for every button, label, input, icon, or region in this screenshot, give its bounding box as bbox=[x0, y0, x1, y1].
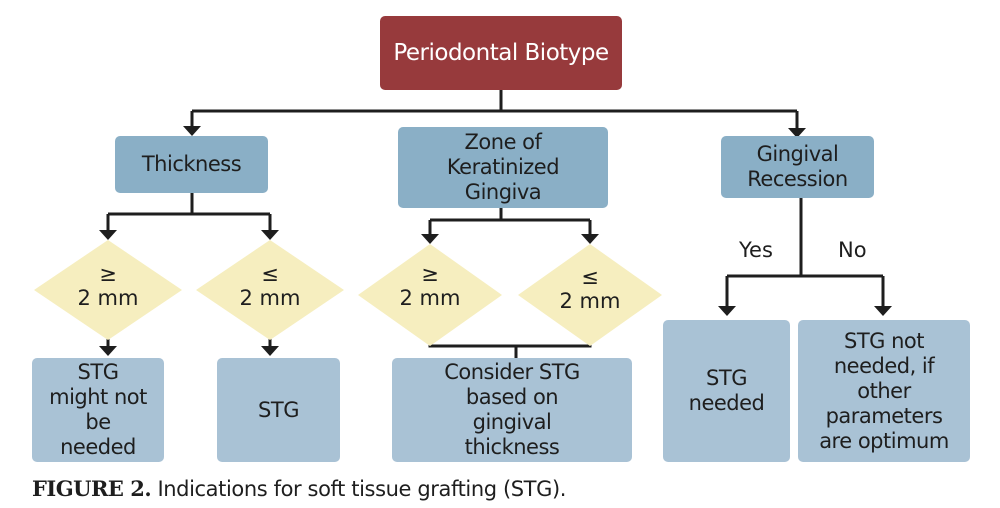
condition-value: 2 mm bbox=[77, 286, 139, 310]
arrow-down-icon bbox=[788, 128, 806, 138]
condition-value: 2 mm bbox=[239, 286, 301, 310]
outcome-consider-stg: Consider STG based on gingival thickness bbox=[392, 358, 632, 462]
condition-symbol: ≤ bbox=[261, 262, 279, 286]
gingival-recession-node: Gingival Recession bbox=[721, 136, 874, 198]
arrow-down-icon bbox=[874, 306, 892, 316]
outcome-stg-needed: STG needed bbox=[663, 320, 790, 462]
arrow-down-icon bbox=[718, 306, 736, 316]
arrow-down-icon bbox=[261, 230, 279, 240]
condition-thickness-ge: ≥ 2 mm bbox=[58, 262, 158, 310]
thickness-node: Thickness bbox=[115, 136, 268, 193]
condition-symbol: ≥ bbox=[99, 262, 117, 286]
condition-diamond bbox=[518, 244, 662, 346]
arrowheads bbox=[99, 126, 892, 356]
condition-diamond bbox=[358, 244, 502, 346]
condition-symbol: ≤ bbox=[581, 265, 599, 289]
condition-diamond bbox=[34, 240, 182, 340]
condition-thickness-le: ≤ 2 mm bbox=[220, 262, 320, 310]
caption-text: Indications for soft tissue grafting (ST… bbox=[157, 477, 567, 501]
figure-caption: FIGURE 2. Indications for soft tissue gr… bbox=[32, 476, 566, 501]
arrow-down-icon bbox=[99, 346, 117, 356]
arrow-down-icon bbox=[183, 126, 201, 136]
arrow-down-icon bbox=[581, 234, 599, 244]
arrow-down-icon bbox=[99, 230, 117, 240]
arrow-down-icon bbox=[421, 234, 439, 244]
root-node: Periodontal Biotype bbox=[380, 16, 622, 90]
outcome-stg: STG bbox=[217, 358, 340, 462]
outcome-stg-not-needed: STG not needed, if other parameters are … bbox=[798, 320, 970, 462]
arrow-down-icon bbox=[261, 346, 279, 356]
keratinized-gingiva-node: Zone of Keratinized Gingiva bbox=[398, 127, 608, 208]
outcome-stg-might-not-be-needed: STG might not be needed bbox=[32, 358, 164, 462]
answer-yes: Yes bbox=[739, 238, 773, 262]
condition-value: 2 mm bbox=[559, 289, 621, 313]
condition-value: 2 mm bbox=[399, 286, 461, 310]
condition-zone-le: ≤ 2 mm bbox=[540, 265, 640, 313]
condition-diamond bbox=[196, 240, 344, 340]
condition-zone-ge: ≥ 2 mm bbox=[380, 262, 480, 310]
answer-no: No bbox=[838, 238, 867, 262]
condition-symbol: ≥ bbox=[421, 262, 439, 286]
caption-label: FIGURE 2. bbox=[32, 476, 152, 501]
